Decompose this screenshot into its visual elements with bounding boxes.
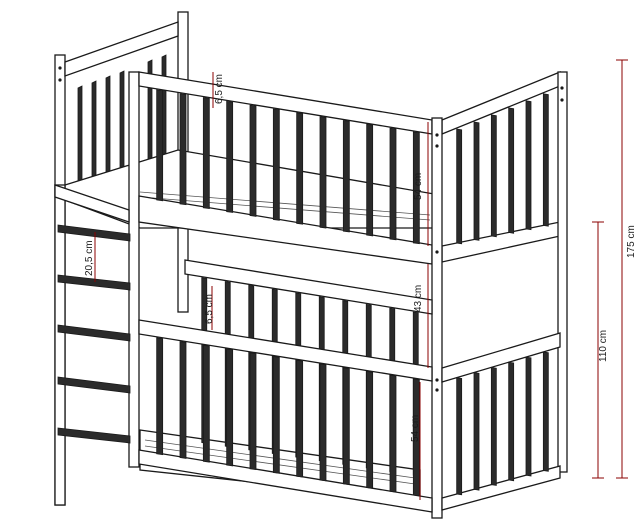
lower-back-top-rail xyxy=(184,259,433,315)
upper-right-slats xyxy=(456,93,549,245)
slat xyxy=(542,351,549,472)
slat xyxy=(296,359,304,478)
dim-bottom-slat-gap: 6,5 cm xyxy=(204,286,215,330)
dim-bottom-rail-height-label: 54 cm xyxy=(410,415,421,442)
ladder-rungs xyxy=(57,224,131,444)
back-far-right-post xyxy=(557,71,568,473)
dim-top-rail-height-label: 54 cm xyxy=(413,173,424,200)
slat xyxy=(319,363,327,482)
slat xyxy=(226,348,234,467)
slat xyxy=(226,100,234,213)
dim-bottom-slat-gap-label: 6,5 cm xyxy=(204,294,215,324)
dim-ladder-step-label: 20,5 cm xyxy=(84,240,95,276)
slat xyxy=(508,361,515,482)
slat xyxy=(249,104,257,217)
dim-between-beds: 43 cm xyxy=(413,264,429,368)
slat xyxy=(473,121,480,241)
lower-front-bottom-rail xyxy=(138,449,433,513)
slat xyxy=(412,378,420,497)
slat xyxy=(156,89,164,202)
slat xyxy=(389,374,397,493)
dim-bottom-rail-height: 54 cm xyxy=(410,382,421,500)
slat xyxy=(249,352,257,471)
slat xyxy=(412,131,420,245)
upper-front-right-post xyxy=(431,117,443,519)
dim-mid-height-label: 110 cm xyxy=(598,330,609,362)
slat xyxy=(272,356,280,474)
slat xyxy=(179,93,187,206)
slat xyxy=(296,112,304,225)
slat xyxy=(342,120,350,233)
dim-total-height-label: 175 cm xyxy=(626,225,637,258)
slat xyxy=(525,356,532,477)
dim-between-beds-label: 43 cm xyxy=(413,285,424,312)
slat xyxy=(542,93,549,227)
slat xyxy=(179,341,187,459)
slat xyxy=(473,372,480,491)
dim-top-slat-gap: 6,5 cm xyxy=(212,72,225,108)
lower-right-slats xyxy=(456,351,549,496)
upper-front-slats xyxy=(156,89,420,245)
dim-mid-height: 110 cm xyxy=(592,221,609,479)
slat xyxy=(490,366,497,486)
slat xyxy=(272,108,280,221)
lower-front-slats xyxy=(156,337,420,497)
slat xyxy=(342,367,350,486)
slat xyxy=(508,107,515,234)
slat xyxy=(366,123,374,237)
slat xyxy=(319,116,327,229)
slat xyxy=(389,127,397,241)
slat xyxy=(156,337,164,456)
slat xyxy=(202,97,210,210)
back-headboard-top-rail xyxy=(64,21,179,77)
dim-ladder-step: 20,5 cm xyxy=(84,232,96,282)
lower-right-endframe xyxy=(441,332,561,511)
dim-top-rail-height: 54 cm xyxy=(413,122,429,246)
slat xyxy=(366,371,374,489)
dim-total-height: 175 cm xyxy=(616,59,637,479)
slat xyxy=(490,114,497,238)
slat xyxy=(456,128,463,245)
slat xyxy=(202,344,210,463)
slat xyxy=(525,100,532,231)
dim-top-slat-gap-label: 6,5 cm xyxy=(214,74,225,104)
upper-front-left-post xyxy=(128,71,140,468)
lower-front-top-rail xyxy=(138,319,433,382)
ladder xyxy=(54,184,131,506)
slat xyxy=(456,377,463,496)
